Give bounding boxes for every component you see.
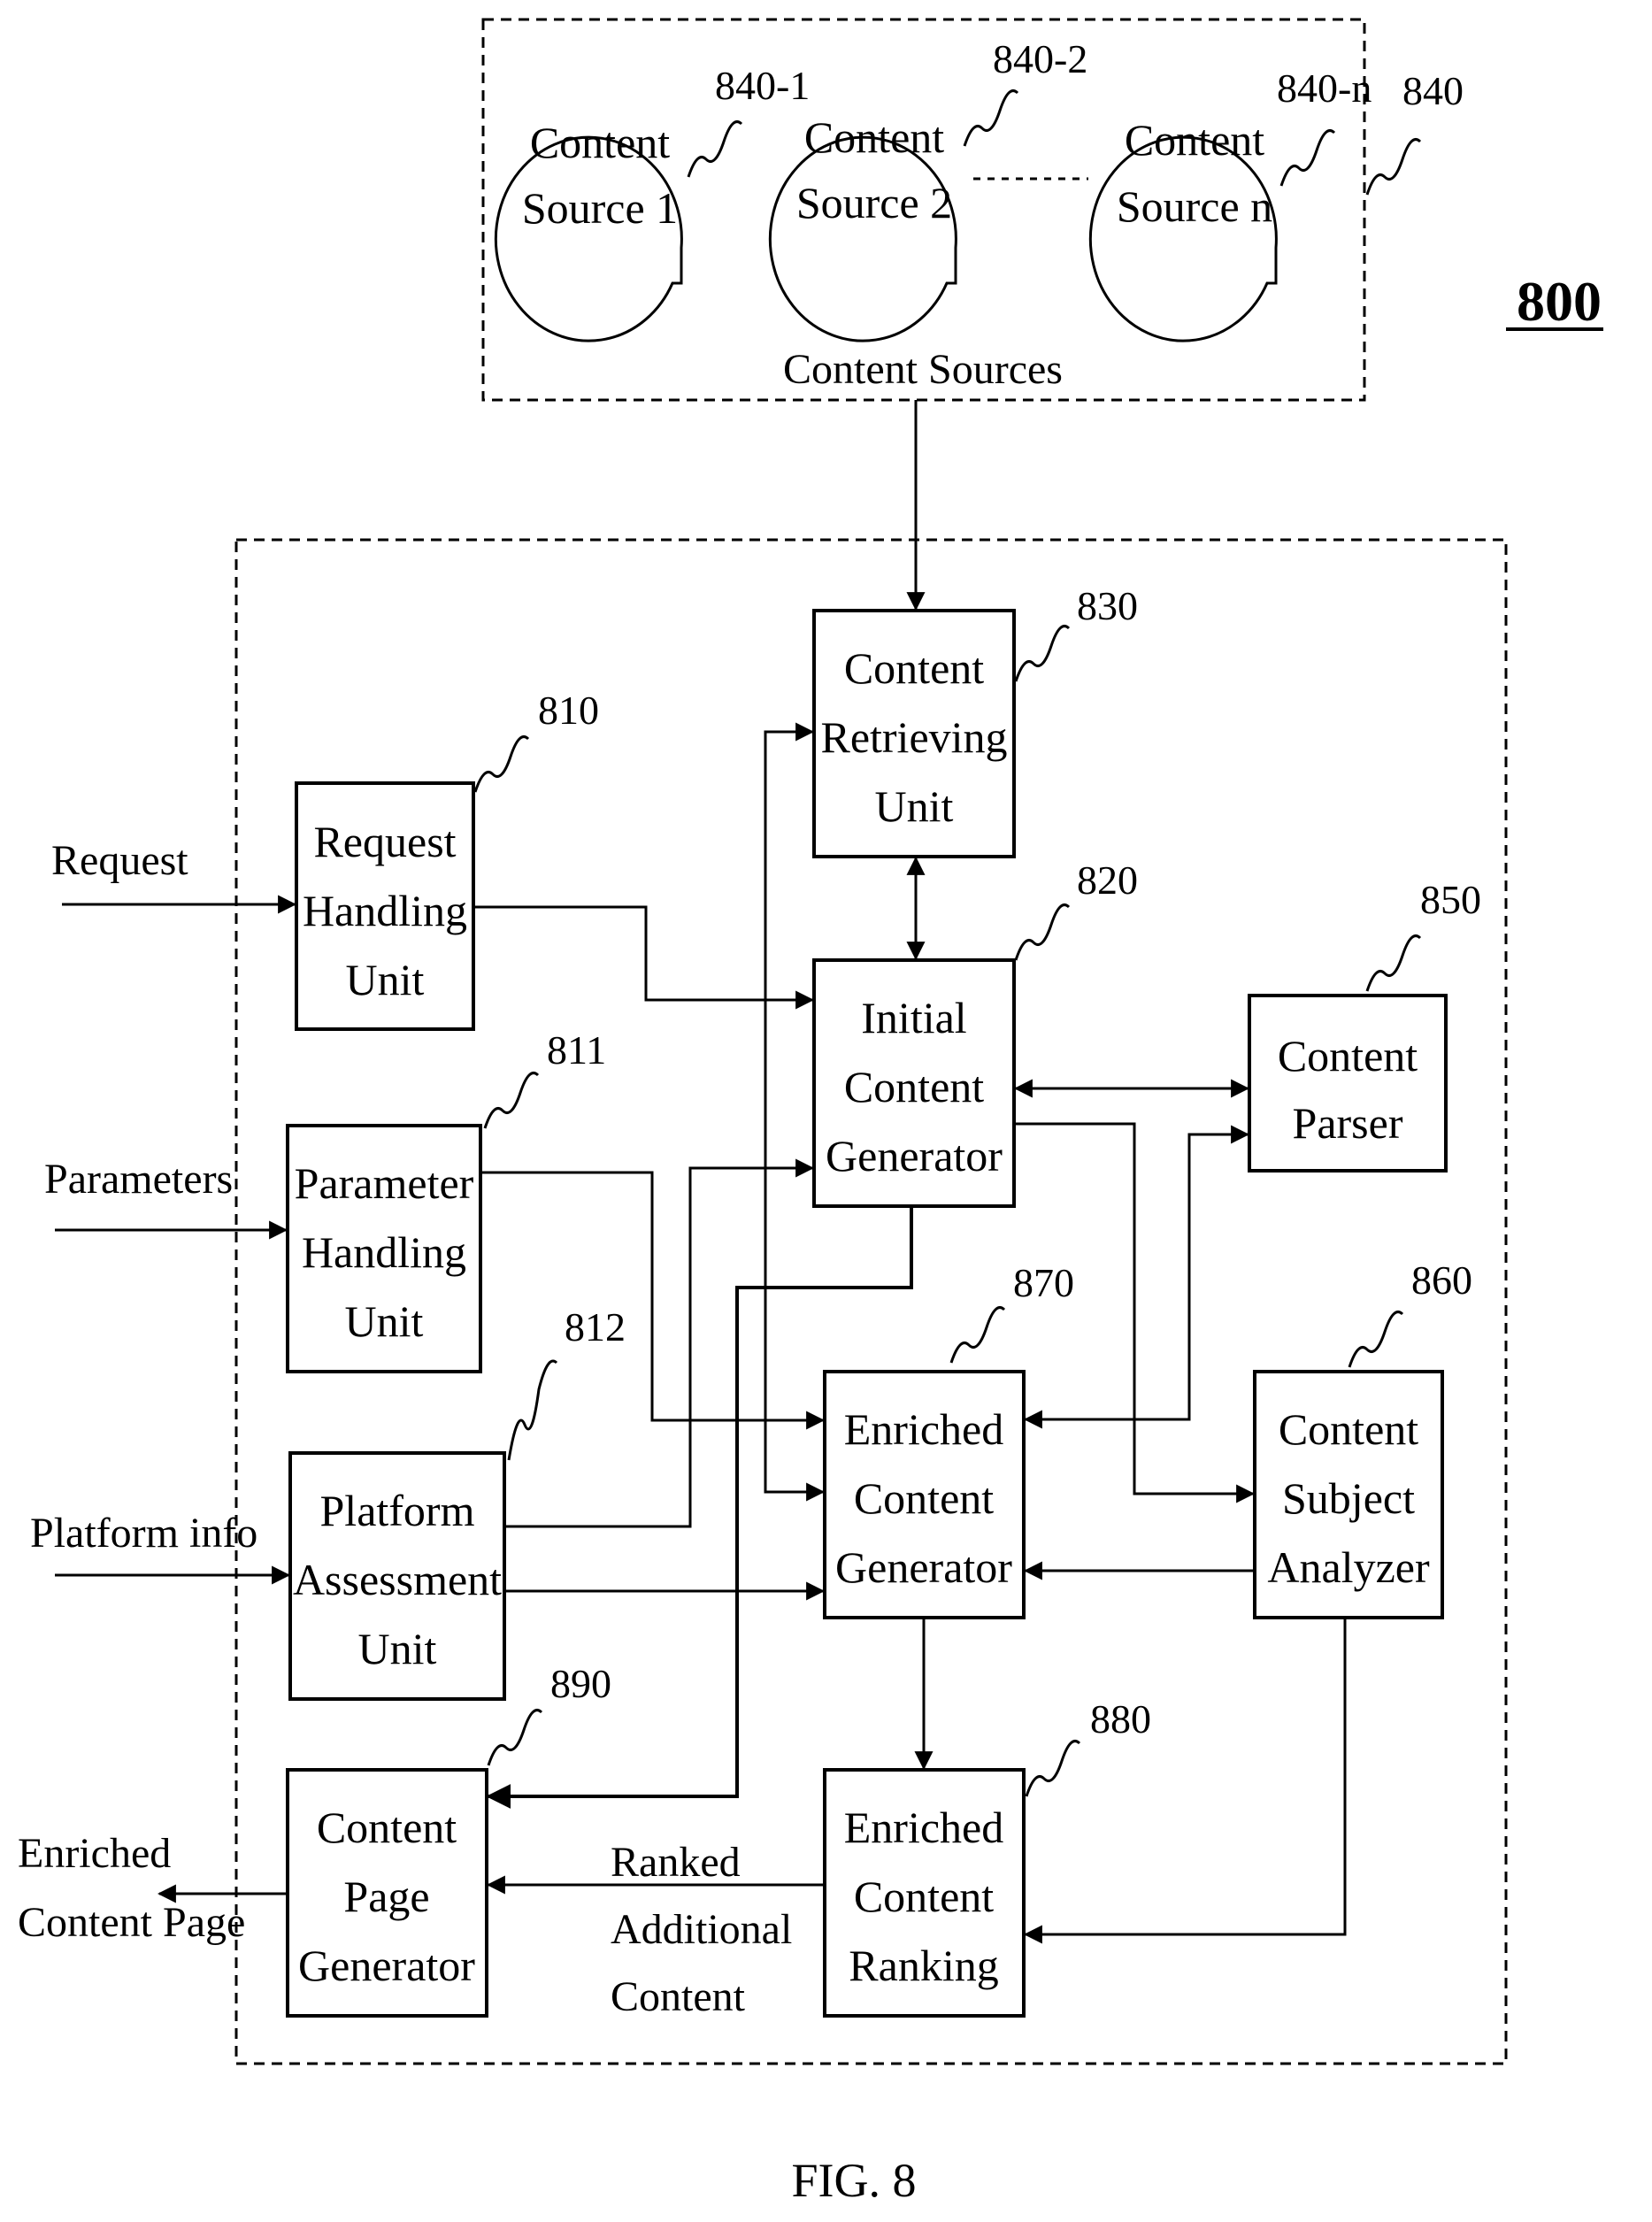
- content-sources-ref-leader: [1367, 140, 1420, 196]
- initial-content-ref: 820: [1077, 857, 1138, 903]
- content-source-1: Content Source 1: [496, 118, 681, 341]
- subject-to-ranking-arrow: [1026, 1619, 1345, 1934]
- figure-number: 800: [1517, 270, 1602, 333]
- platform-assessment-ref: 812: [565, 1304, 626, 1349]
- parameter-to-enriched-arrow: [480, 1173, 823, 1420]
- content-parser-ref: 850: [1420, 877, 1481, 922]
- output-label-line-2: Content Page: [18, 1899, 245, 1946]
- source-1-ref: 840-1: [715, 63, 810, 108]
- request-handling-ref: 810: [538, 688, 599, 733]
- enriched-generator-ref: 870: [1013, 1260, 1074, 1305]
- source-2-ref-leader: [964, 91, 1018, 147]
- content-sources-label: Content Sources: [783, 346, 1063, 393]
- enriched-content-ranking: Enriched Content Ranking: [825, 1770, 1024, 2016]
- connectors: [55, 400, 1345, 1934]
- parameter-handling-line-2: Handling: [302, 1227, 466, 1277]
- ranking-ref-leader: [1026, 1741, 1080, 1797]
- enriched-generator-line-1: Enriched: [844, 1404, 1003, 1454]
- initial-to-subject-arrow: [1016, 1124, 1253, 1494]
- page-generator-ref: 890: [550, 1661, 611, 1706]
- initial-content-line-1: Initial: [861, 993, 966, 1042]
- content-parser-line-1: Content: [1278, 1031, 1418, 1080]
- subject-analyzer-line-3: Analyzer: [1267, 1542, 1430, 1592]
- initial-content-ref-leader: [1016, 905, 1069, 961]
- source-2-ref: 840-2: [993, 36, 1087, 81]
- enriched-generator-ref-leader: [951, 1308, 1004, 1364]
- platform-assessment-ref-leader: [509, 1361, 557, 1460]
- initial-content-line-3: Generator: [826, 1131, 1003, 1180]
- subject-analyzer-ref: 860: [1411, 1257, 1472, 1303]
- platform-assessment-unit: Platform Assessment Unit: [290, 1453, 504, 1699]
- request-input-label: Request: [51, 837, 188, 884]
- content-retrieving-line-2: Retrieving: [820, 712, 1007, 762]
- page-generator-line-1: Content: [317, 1803, 457, 1852]
- ranked-label-line-1: Ranked: [611, 1839, 741, 1886]
- initial-content-line-2: Content: [844, 1062, 984, 1111]
- request-handling-line-2: Handling: [303, 886, 467, 935]
- parameters-input-label: Parameters: [44, 1156, 233, 1203]
- platform-assessment-line-3: Unit: [358, 1624, 437, 1673]
- subject-analyzer-line-1: Content: [1279, 1404, 1418, 1454]
- content-source-2: Content Source 2: [770, 112, 956, 341]
- page-generator-line-3: Generator: [298, 1941, 475, 1990]
- content-parser: Content Parser: [1249, 996, 1446, 1171]
- parameter-handling-line-3: Unit: [345, 1296, 424, 1346]
- request-to-initial-arrow: [473, 907, 812, 1000]
- source-1-ref-leader: [688, 122, 741, 178]
- content-page-generator: Content Page Generator: [288, 1770, 487, 2016]
- content-retrieving-ref-leader: [1016, 627, 1069, 682]
- enriched-generator-line-2: Content: [854, 1473, 994, 1523]
- source-2-line-2: Source 2: [796, 178, 952, 227]
- ranking-line-3: Ranking: [849, 1941, 998, 1990]
- source-1-line-1: Content: [530, 118, 670, 167]
- ranked-label-line-3: Content: [611, 1973, 746, 2020]
- platform-assessment-line-2: Assessment: [293, 1555, 502, 1604]
- request-handling-unit: Request Handling Unit: [296, 783, 473, 1029]
- content-retrieving-line-1: Content: [844, 643, 984, 693]
- content-sources-ref: 840: [1402, 68, 1464, 113]
- page-generator-ref-leader: [488, 1711, 542, 1766]
- request-handling-line-1: Request: [313, 817, 456, 866]
- ranking-line-2: Content: [854, 1872, 994, 1921]
- platform-info-input-label: Platform info: [30, 1510, 257, 1557]
- request-handling-line-3: Unit: [346, 955, 425, 1004]
- content-parser-line-2: Parser: [1293, 1098, 1403, 1148]
- enriched-content-generator: Enriched Content Generator: [825, 1372, 1024, 1618]
- page-generator-line-2: Page: [343, 1872, 429, 1921]
- output-label-line-1: Enriched: [18, 1830, 171, 1877]
- parameter-handling-ref-leader: [485, 1073, 538, 1129]
- request-handling-ref-leader: [475, 737, 528, 793]
- subject-analyzer-line-2: Subject: [1282, 1473, 1415, 1523]
- content-retrieving-unit: Content Retrieving Unit: [814, 611, 1014, 857]
- source-n-ref-leader: [1281, 131, 1334, 187]
- initial-content-generator: Initial Content Generator: [814, 960, 1014, 1206]
- subject-analyzer-ref-leader: [1349, 1312, 1402, 1368]
- source-2-line-1: Content: [804, 112, 944, 162]
- parameter-handling-line-1: Parameter: [295, 1158, 474, 1208]
- content-subject-analyzer: Content Subject Analyzer: [1255, 1372, 1442, 1618]
- ranking-ref: 880: [1090, 1696, 1151, 1741]
- content-parser-ref-leader: [1367, 936, 1420, 992]
- source-n-ref: 840-n: [1277, 65, 1372, 111]
- figure-caption: FIG. 8: [791, 2154, 916, 2207]
- content-retrieving-ref: 830: [1077, 583, 1138, 628]
- content-source-n: Content Source n: [1090, 115, 1276, 341]
- enriched-generator-line-3: Generator: [835, 1542, 1012, 1592]
- source-n-line-1: Content: [1125, 115, 1264, 165]
- platform-assessment-line-1: Platform: [320, 1486, 475, 1535]
- content-retrieving-line-3: Unit: [875, 781, 954, 831]
- parameter-handling-ref: 811: [547, 1027, 606, 1073]
- source-1-line-2: Source 1: [522, 183, 678, 233]
- ranked-label-line-2: Additional: [611, 1906, 792, 1953]
- source-n-line-2: Source n: [1117, 181, 1272, 231]
- parameter-handling-unit: Parameter Handling Unit: [288, 1126, 480, 1372]
- ranking-line-1: Enriched: [844, 1803, 1003, 1852]
